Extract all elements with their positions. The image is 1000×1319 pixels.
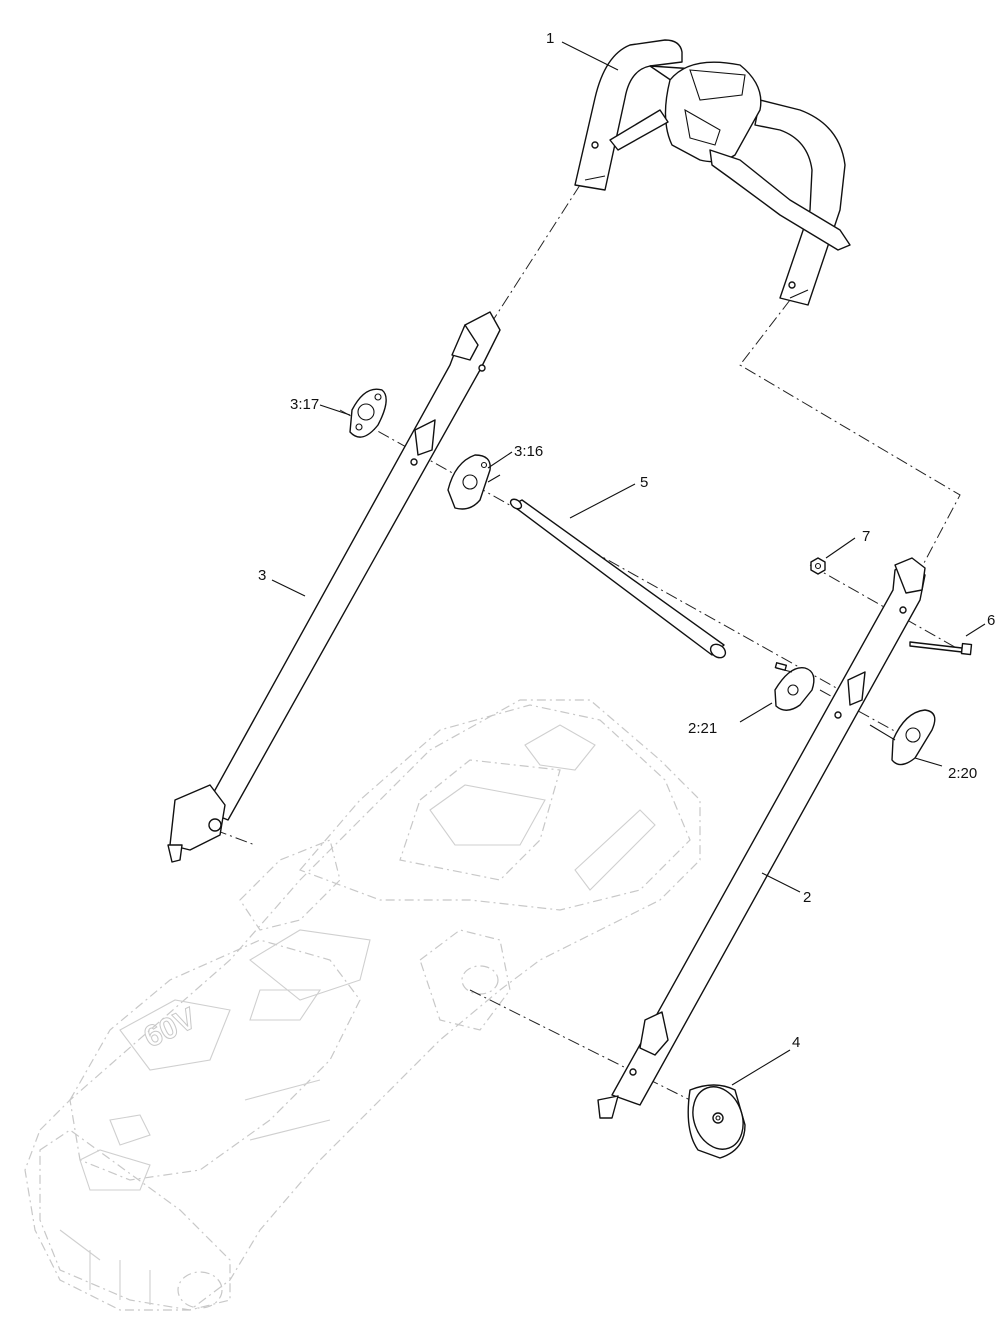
callout-5: 5 (640, 474, 648, 491)
callout-6: 6 (987, 612, 995, 629)
left-lower-handle (167, 311, 501, 863)
leader-lines (271, 41, 986, 1086)
callout-3: 3 (258, 567, 266, 584)
callout-2-20: 2:20 (948, 765, 977, 782)
voltage-badge: 60V (139, 1002, 201, 1054)
cross-tube (509, 498, 727, 659)
callout-3-16: 3:16 (514, 443, 543, 460)
right-handle-knob (869, 709, 936, 766)
rear-wheel (687, 1084, 746, 1159)
callout-labels: 1 3 3:17 3:16 5 7 6 2:21 2:20 2 4 (258, 30, 995, 1051)
callout-2-21: 2:21 (688, 720, 717, 737)
left-handle-plate (447, 454, 501, 510)
callout-1: 1 (546, 30, 554, 47)
callout-4: 4 (792, 1034, 800, 1051)
handle-bolt (909, 641, 973, 656)
callout-3-17: 3:17 (290, 396, 319, 413)
locknut (810, 557, 826, 575)
callout-2: 2 (803, 889, 811, 906)
assembly-centerlines (214, 184, 961, 1116)
mower-deck-ghost: 60V (24, 699, 701, 1311)
callout-7: 7 (862, 528, 870, 545)
upper-handle (574, 39, 851, 306)
right-handle-plate (774, 662, 815, 711)
right-lower-handle (597, 557, 926, 1119)
left-handle-knob (349, 388, 387, 438)
